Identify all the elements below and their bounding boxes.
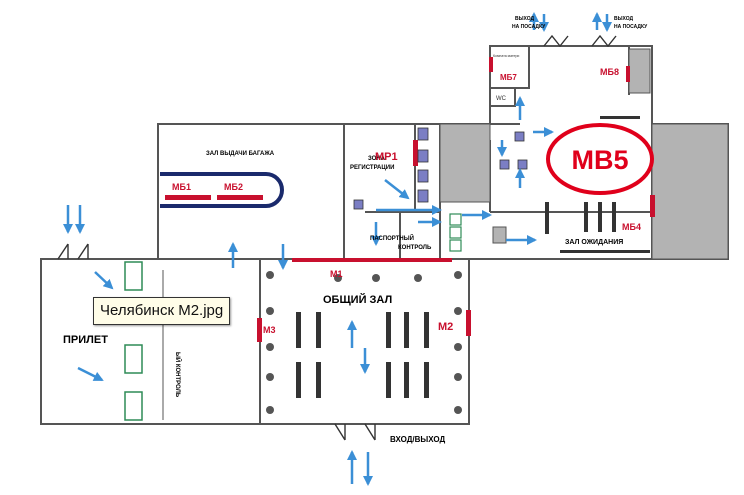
mb5-highlight-circle — [546, 123, 654, 195]
passport-label-1: ПАСПОРТНЫЙ — [370, 234, 414, 242]
m1-label: М1 — [330, 269, 343, 279]
registration-label-2: РЕГИСТРАЦИИ — [350, 165, 394, 171]
service-block-c — [628, 48, 651, 94]
arrival-kiosks — [124, 261, 143, 421]
filename-tooltip: Челябинск М2.jpg — [93, 297, 231, 325]
baggage-carousel — [160, 172, 284, 208]
flow-arrows — [63, 12, 612, 486]
kiosk-1 — [124, 261, 143, 291]
mp1-label: МР1 — [375, 151, 398, 163]
wc-label: WC — [496, 96, 507, 102]
mb8-bar — [626, 66, 630, 82]
boarding-exit-2-line1: ВЫХОД — [614, 16, 634, 22]
registration-desks — [353, 127, 528, 210]
columns — [266, 271, 462, 414]
entrance-exit-label: ВХОД/ВЫХОД — [390, 435, 445, 444]
passport-booths — [449, 213, 462, 252]
mb2-label: МБ2 — [224, 182, 243, 192]
walls — [40, 45, 729, 425]
general-hall-label: ОБЩИЙ ЗАЛ — [323, 293, 392, 306]
mb8-label: МБ8 — [600, 67, 619, 77]
m3-bar — [257, 318, 262, 342]
arrival-door — [57, 243, 89, 260]
passport-label-2: КОНТРОЛЬ — [398, 245, 432, 251]
hall-seats — [296, 312, 429, 398]
red-markers — [165, 57, 655, 342]
kiosk-3 — [124, 391, 143, 421]
arrival-label: ПРИЛЕТ — [63, 334, 108, 346]
doors — [57, 34, 617, 441]
service-blocks — [439, 48, 729, 260]
mb1-label: МБ1 — [172, 182, 191, 192]
service-block-b — [651, 123, 729, 260]
m2-label: М2 — [438, 321, 453, 333]
mb4-label: МБ4 — [622, 222, 641, 232]
mb5-label: МВ5 — [571, 145, 628, 175]
baggage-claim-label: ЗАЛ ВЫДАЧИ БАГАЖА — [206, 151, 275, 157]
mb1-bar — [165, 195, 211, 200]
boarding-exit-1-line2: НА ПОСАДКУ — [512, 24, 546, 30]
boarding-door-2 — [591, 34, 617, 48]
boarding-exit-1-line1: ВЫХОД — [515, 16, 535, 22]
registration-label-1: ЗОНА — [368, 156, 386, 162]
m3-label: М3 — [263, 325, 276, 335]
waiting-seats — [545, 116, 650, 253]
m1-bar — [292, 258, 452, 262]
m2-bar — [466, 310, 471, 336]
vertical-control-label: ЫЙ КОНТРОЛЬ — [174, 352, 182, 398]
mb2-bar — [217, 195, 263, 200]
entrance-door — [334, 423, 376, 441]
boarding-door-1 — [543, 34, 569, 48]
boarding-exit-2-line2: НА ПОСАДКУ — [614, 24, 648, 30]
kiosk-2 — [124, 344, 143, 374]
service-block-a — [439, 123, 491, 203]
mb7-label: МБ7 — [500, 73, 517, 82]
mb7-bar — [489, 57, 493, 72]
waiting-hall-label: ЗАЛ ОЖИДАНИЯ — [565, 239, 623, 246]
mp1-bar — [413, 140, 418, 166]
small-room-label: Комната матери — [493, 54, 519, 58]
service-block-d — [492, 226, 507, 244]
mb4-bar — [650, 195, 655, 217]
